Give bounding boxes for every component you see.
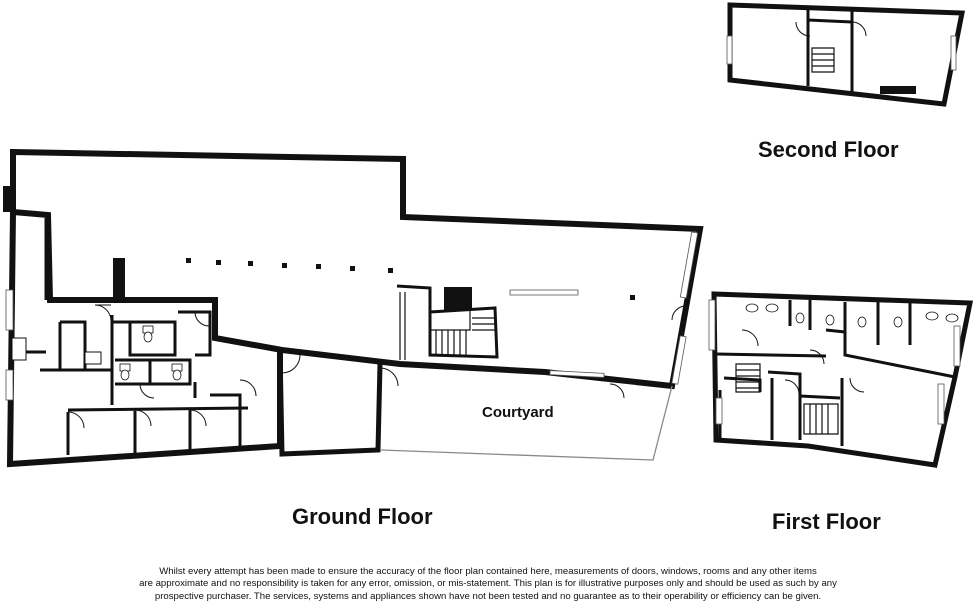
second-floor-label: Second Floor bbox=[758, 137, 899, 162]
window bbox=[5, 369, 14, 401]
second-floor-doors bbox=[795, 21, 867, 37]
disclaimer-line: are approximate and no responsibility is… bbox=[139, 578, 837, 590]
ground-floor-internal-walls bbox=[20, 218, 249, 455]
first-floor-outer-wall bbox=[711, 291, 974, 468]
wc-fixtures bbox=[119, 325, 183, 381]
rooflight bbox=[509, 289, 579, 296]
disclaimer-line: Whilst every attempt has been made to en… bbox=[159, 566, 817, 577]
second-floor-plan bbox=[726, 2, 966, 107]
sink-unit bbox=[11, 337, 27, 361]
ground-floor-store-wall bbox=[277, 349, 383, 457]
second-floor-outer-wall bbox=[727, 2, 966, 107]
first-floor-stairs bbox=[735, 363, 839, 435]
window bbox=[950, 35, 957, 71]
disclaimer-line: prospective purchaser. The services, sys… bbox=[154, 590, 822, 602]
window bbox=[671, 335, 687, 385]
window bbox=[679, 231, 699, 299]
wall-block bbox=[113, 258, 125, 298]
disclaimer-text: Whilst every attempt has been made to en… bbox=[40, 566, 936, 603]
ground-floor-doors bbox=[67, 304, 687, 429]
first-floor-fixtures bbox=[745, 303, 959, 328]
wall-block bbox=[444, 287, 472, 311]
ground-floor-outer-wall bbox=[10, 148, 704, 390]
second-floor-stairs bbox=[811, 47, 835, 73]
first-floor-label: First Floor bbox=[772, 509, 881, 534]
ground-floor-label: Ground Floor bbox=[292, 504, 433, 529]
window bbox=[549, 370, 605, 378]
first-floor-plan bbox=[708, 291, 974, 468]
window bbox=[5, 289, 14, 331]
second-floor-internal-walls bbox=[806, 8, 854, 92]
window bbox=[708, 299, 716, 351]
window bbox=[715, 397, 723, 425]
ground-floor-plan bbox=[3, 148, 704, 468]
sink bbox=[84, 351, 102, 365]
window bbox=[937, 383, 945, 425]
first-floor-internal-walls bbox=[715, 300, 956, 446]
columns bbox=[186, 258, 635, 300]
ground-floor-stairs bbox=[396, 284, 499, 360]
first-floor-doors bbox=[741, 329, 865, 395]
wall-block bbox=[880, 86, 916, 94]
courtyard-boundary bbox=[379, 385, 673, 461]
window bbox=[726, 35, 733, 65]
wall-block bbox=[3, 186, 13, 212]
courtyard-label: Courtyard bbox=[482, 404, 554, 421]
window bbox=[953, 325, 961, 367]
